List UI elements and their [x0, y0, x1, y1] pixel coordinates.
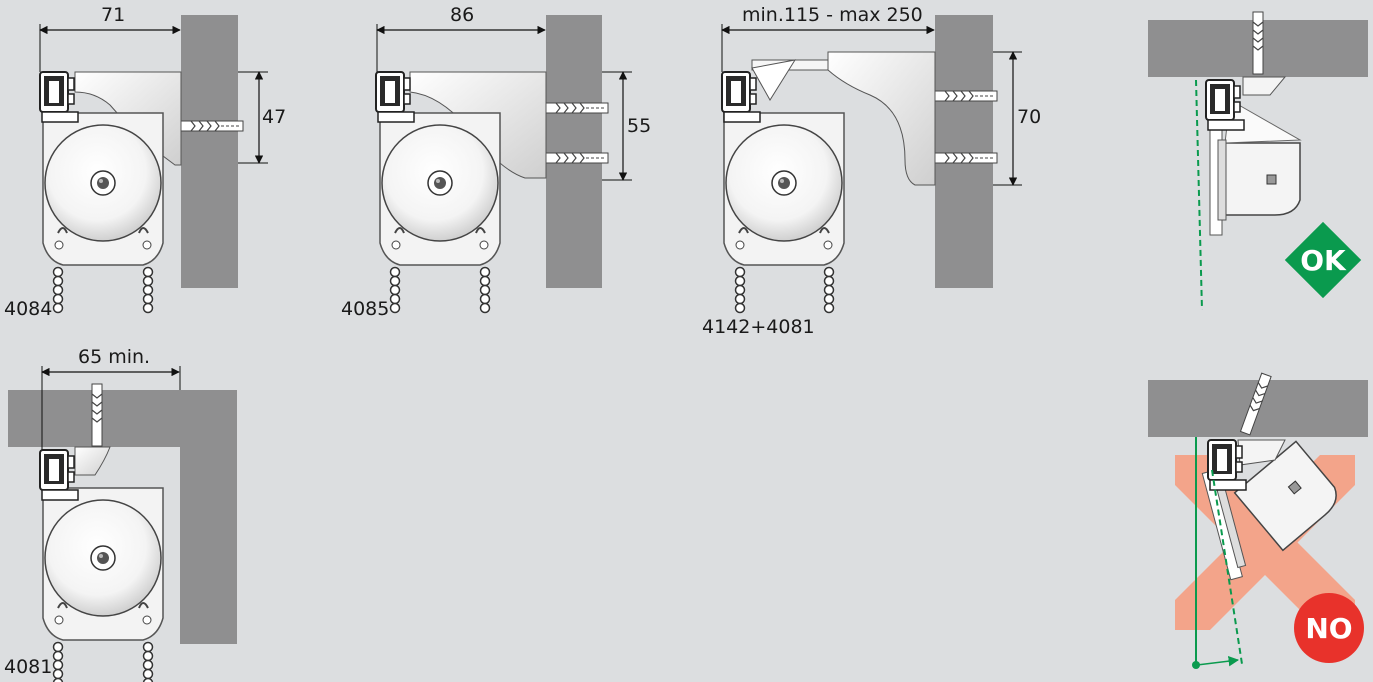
- ok-example: [1148, 11, 1368, 311]
- wall: [546, 15, 602, 288]
- diagram-4084: [39, 15, 268, 314]
- no-badge: [1294, 593, 1364, 663]
- deviation-arrow: [1196, 655, 1240, 667]
- height-label-4085: 55: [627, 115, 652, 137]
- model-label-4142: 4142+4081: [702, 316, 815, 338]
- bracket: [74, 446, 111, 476]
- width-label-4081: 65 min.: [78, 346, 151, 368]
- wall: [180, 390, 237, 644]
- diagram-4085: [375, 15, 632, 314]
- diagram-4142-4081: [721, 15, 1022, 314]
- ok-badge-label: OK: [1300, 243, 1346, 277]
- width-label-4142: min.115 - max 250: [742, 4, 923, 26]
- plumb-line: [1195, 79, 1203, 311]
- width-label-4085: 86: [450, 4, 475, 26]
- no-badge-label: NO: [1305, 611, 1353, 645]
- model-label-4084: 4084: [4, 298, 53, 320]
- deviation-line: [1211, 469, 1243, 665]
- wall: [181, 15, 238, 288]
- diagram-4081: [8, 366, 237, 682]
- no-example: [1148, 372, 1368, 669]
- height-label-4142: 70: [1017, 106, 1042, 128]
- cassette: [1224, 142, 1301, 216]
- height-label-4084: 47: [262, 106, 287, 128]
- width-label-4084: 71: [101, 4, 126, 26]
- wall: [935, 15, 993, 288]
- model-label-4081: 4081: [4, 656, 53, 678]
- model-label-4085: 4085: [341, 298, 390, 320]
- bracket: [827, 51, 936, 186]
